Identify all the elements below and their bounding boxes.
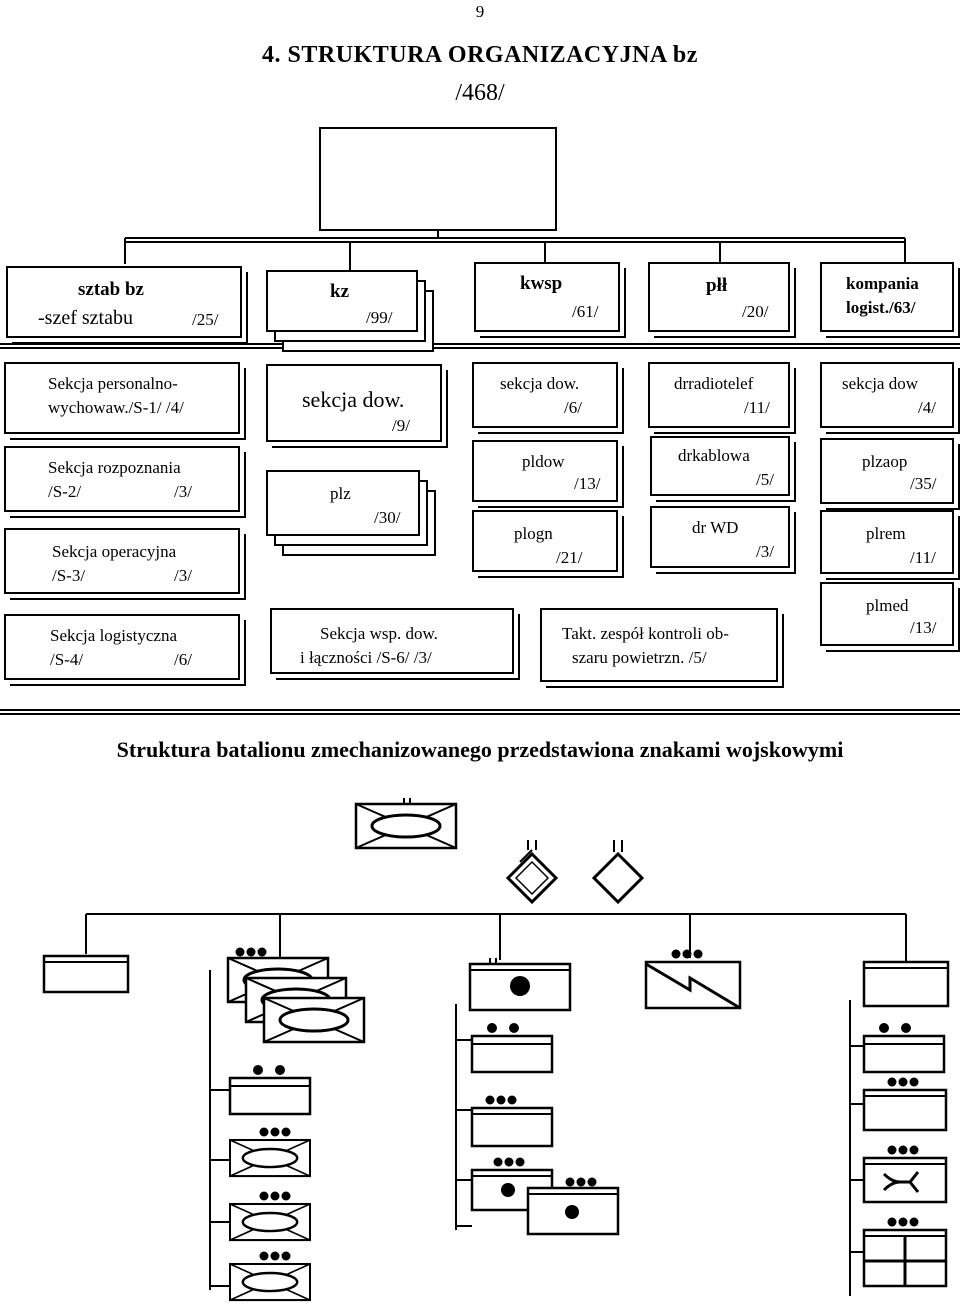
battalion-hq-symbol: [354, 798, 458, 850]
kl-sekcja-dow-box: sekcja dow /4/: [820, 362, 954, 428]
kompania-count: logist./63/: [846, 298, 916, 317]
mech-company-stack: [226, 947, 366, 1044]
sekcja-wsp-sub: i łączności /S-6/ /3/: [300, 648, 432, 667]
sekcja-operacyjna-label: Sekcja operacyjna: [52, 542, 177, 561]
logistic-company-symbol: [862, 960, 950, 1008]
drkab-count: /5/: [756, 470, 774, 489]
repair-platoon-symbol: [862, 1145, 948, 1204]
sekcja-operacyjna-count: /3/: [174, 566, 192, 585]
kz-sekcja-dow-label: sekcja dow.: [302, 387, 405, 412]
drkab-box: drkablowa /5/: [650, 436, 790, 496]
plrem-box: plrem /11/: [820, 510, 954, 574]
org-chart-connectors: [0, 127, 960, 715]
plz-label: plz: [330, 484, 351, 503]
logistic-support-symbol: [862, 1023, 946, 1074]
staff-company-symbol: [42, 954, 130, 994]
mortar-support-symbol: [470, 1023, 554, 1074]
support-platoon-symbol: [228, 1065, 312, 1116]
section-title: Struktura batalionu zmechanizowanego prz…: [116, 737, 844, 762]
kz-sekcja-dow-count: /9/: [392, 416, 410, 435]
sekcja-rozpoznania-count: /3/: [174, 482, 192, 501]
sztab-sub-label: -szef sztabu: [38, 307, 133, 329]
kz-label: kz: [330, 281, 349, 302]
kwsp-count: /61/: [572, 302, 599, 321]
kz-sekcja-dow-box: sekcja dow. /9/: [266, 364, 442, 442]
plzaop-label: plzaop: [862, 452, 908, 471]
takt-label: Takt. zespół kontroli ob-: [562, 624, 729, 643]
medical-platoon-symbol: [862, 1217, 948, 1288]
sekcja-logistyczna-box: Sekcja logistyczna /S-4/ /6/: [4, 614, 240, 680]
plz-count: /30/: [374, 508, 401, 527]
drradio-count: /11/: [744, 398, 770, 417]
sekcja-rozpoznania-code: /S-2/: [48, 482, 82, 501]
drwd-label: dr WD: [692, 518, 739, 537]
drkab-label: drkablowa: [678, 446, 750, 465]
pldow-label: pldow: [522, 452, 565, 471]
sztab-count: /25/: [192, 310, 219, 329]
kompania-label: kompania: [846, 274, 919, 293]
kz-count: /99/: [366, 308, 393, 327]
plzaop-count: /35/: [910, 474, 937, 493]
plmed-count: /13/: [910, 618, 937, 637]
plmed-label: plmed: [866, 596, 909, 615]
plogn-count: /21/: [556, 548, 583, 567]
sztab-label: sztab bz: [78, 279, 144, 300]
sekcja-wsp-label: Sekcja wsp. dow.: [320, 624, 438, 643]
page-title: 4. STRUKTURA ORGANIZACYJNA bz: [262, 42, 698, 68]
staff-diamond-left: [505, 840, 559, 905]
sekcja-rozpoznania-box: Sekcja rozpoznania /S-2/ /3/: [4, 446, 240, 512]
kwsp-box: kwsp /61/: [474, 262, 620, 332]
drwd-count: /3/: [756, 542, 774, 561]
mortar-company-symbol: [468, 958, 572, 1012]
plrem-label: plrem: [866, 524, 906, 543]
plmed-box: plmed /13/: [820, 582, 954, 646]
plh-count: /20/: [742, 302, 769, 321]
sztab-box: sztab bz -szef sztabu /25/: [6, 266, 242, 338]
mech-platoon-symbol-1: [228, 1127, 312, 1178]
mech-platoon-symbol-3: [228, 1251, 312, 1302]
kl-sekcja-dow-label: sekcja dow: [842, 374, 919, 393]
sekcja-operacyjna-box: Sekcja operacyjna /S-3/ /3/: [4, 528, 240, 594]
kl-sekcja-dow-count: /4/: [918, 398, 936, 417]
sekcja-rozpoznania-label: Sekcja rozpoznania: [48, 458, 181, 477]
mortar-platoon-symbol-1: [470, 1095, 554, 1148]
pldow-count: /13/: [574, 474, 601, 493]
plh-box: płł /20/: [648, 262, 790, 332]
mech-platoon-symbol-2: [228, 1191, 312, 1242]
sekcja-wsp-box: Sekcja wsp. dow. i łączności /S-6/ /3/: [270, 608, 514, 674]
sekcja-personalna-box: Sekcja personalno- wychowaw./S-1/ /4/: [4, 362, 240, 434]
sekcja-personalna-sub: wychowaw./S-1/ /4/: [48, 398, 184, 417]
kwsp-sekcja-dow-count: /6/: [564, 398, 582, 417]
plh-label: płł: [706, 275, 728, 296]
logistic-platoon-symbol-1: [862, 1077, 948, 1132]
signal-company-symbol: [644, 949, 742, 1010]
drradio-label: drradiotelef: [674, 374, 754, 393]
sekcja-personalna-label: Sekcja personalno-: [48, 374, 178, 393]
sekcja-logistyczna-label: Sekcja logistyczna: [50, 626, 177, 645]
plrem-count: /11/: [910, 548, 936, 567]
kz-box: kz /99/: [266, 270, 418, 332]
plzaop-box: plzaop /35/: [820, 438, 954, 504]
kwsp-label: kwsp: [520, 273, 563, 294]
kwsp-sekcja-dow-label: sekcja dow.: [500, 374, 580, 393]
page-subtitle: /468/: [455, 80, 505, 106]
kwsp-sekcja-dow-box: sekcja dow. /6/: [472, 362, 618, 428]
mortar-platoon-symbol-3: [526, 1177, 620, 1236]
sekcja-logistyczna-code: /S-4/: [50, 650, 84, 669]
drwd-box: dr WD /3/: [650, 506, 790, 568]
drradio-box: drradiotelef /11/: [648, 362, 790, 428]
takt-box: Takt. zespół kontroli ob- szaru powietrz…: [540, 608, 778, 682]
plz-box: plz /30/: [266, 470, 420, 536]
kompania-box: kompania logist./63/: [820, 262, 954, 332]
pldow-box: pldow /13/: [472, 440, 618, 502]
page-number: 9: [475, 2, 485, 21]
staff-diamond-right: [591, 840, 645, 905]
takt-sub: szaru powietrzn. /5/: [572, 648, 707, 667]
plogn-box: plogn /21/: [472, 510, 618, 572]
sekcja-logistyczna-count: /6/: [174, 650, 192, 669]
sekcja-operacyjna-code: /S-3/: [52, 566, 86, 585]
plogn-label: plogn: [514, 524, 553, 543]
